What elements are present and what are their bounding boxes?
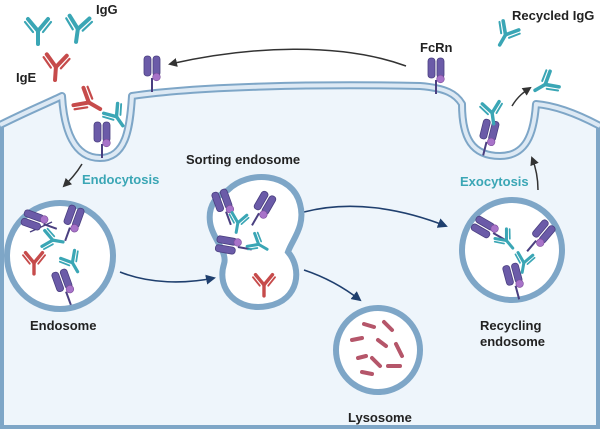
membrane-inner-line xyxy=(0,83,600,160)
label-recycled-igg: Recycled IgG xyxy=(512,8,594,23)
label-endosome: Endosome xyxy=(30,318,96,333)
arrow-release xyxy=(511,86,532,107)
lysosome-fragments xyxy=(350,320,404,376)
arrow-recycle-top xyxy=(168,48,407,67)
arrow-exocytosis xyxy=(530,156,539,191)
igg-released xyxy=(527,67,563,103)
lysosome-vesicle xyxy=(333,305,423,395)
label-fcrn: FcRn xyxy=(420,40,453,55)
arrow-sorting-to-lysosome xyxy=(303,269,362,302)
arrow-sorting-to-recycling xyxy=(303,205,448,228)
label-recycling-line2: endosome xyxy=(480,334,545,349)
endosome-vesicle xyxy=(4,200,116,312)
label-recycling-line1: Recycling xyxy=(480,318,541,333)
fcrn-receptor-membrane-left xyxy=(143,55,162,93)
label-igg: IgG xyxy=(96,2,118,17)
label-sorting-endosome: Sorting endosome xyxy=(186,152,300,167)
endosome-fcrn-stem-1 xyxy=(29,221,53,233)
label-exocytosis: Exocytosis xyxy=(460,174,529,189)
arrow-endosome-to-sorting xyxy=(119,271,216,285)
igg-legend-icon-1 xyxy=(23,17,53,46)
arrow-endocytosis xyxy=(62,163,83,188)
label-endocytosis: Endocytosis xyxy=(82,172,159,187)
igg-legend-icon-2 xyxy=(61,13,95,46)
label-lysosome: Lysosome xyxy=(348,410,412,425)
fcrn-in-pit xyxy=(93,121,112,159)
ige-near-pit xyxy=(69,83,109,123)
recycled-igg-icon xyxy=(487,17,523,53)
ige-legend-icon xyxy=(40,52,72,83)
label-ige: IgE xyxy=(16,70,37,85)
